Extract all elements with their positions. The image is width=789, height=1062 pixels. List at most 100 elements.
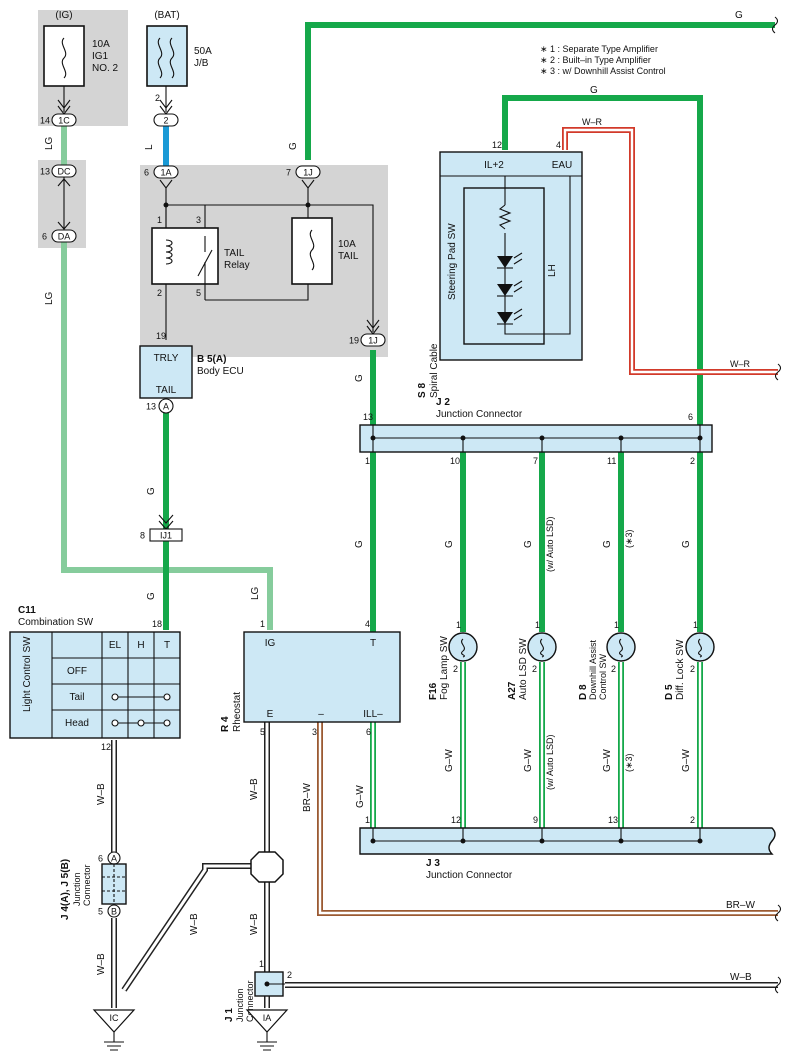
svg-text:IA: IA [263, 1013, 272, 1023]
svg-text:LH: LH [547, 264, 558, 277]
ig-label: (IG) [55, 10, 72, 21]
svg-text:ILL–: ILL– [363, 709, 383, 720]
svg-text:6: 6 [366, 727, 371, 737]
downhill-id: D 8 [578, 684, 589, 700]
jc-left-id: J 4(A), J 5(B) [60, 859, 71, 920]
svg-text:7: 7 [533, 456, 538, 466]
svg-text:G–W: G–W [681, 749, 692, 772]
svg-text:EL: EL [109, 640, 122, 651]
diff-lock-name: Diff. Lock SW [675, 639, 686, 700]
svg-text:W–R: W–R [582, 117, 603, 127]
svg-text:G: G [288, 142, 299, 150]
svg-text:9: 9 [533, 815, 538, 825]
rheostat [243, 631, 401, 723]
fuse-ig-name: IG1 [92, 51, 109, 62]
svg-text:13: 13 [40, 167, 50, 177]
svg-text:2: 2 [690, 456, 695, 466]
connector-2 [153, 113, 179, 127]
svg-text:OFF: OFF [67, 666, 87, 677]
fuse-ig-rating: 10A [92, 39, 110, 50]
svg-text:G: G [354, 374, 365, 382]
svg-text:Connector: Connector [245, 980, 255, 1022]
wire-label-lg: LG [44, 136, 55, 150]
svg-text:W–B: W–B [96, 783, 107, 805]
svg-text:2: 2 [453, 664, 458, 674]
svg-text:Junction: Junction [235, 988, 245, 1022]
body-ecu-id: B 5(A) [197, 354, 226, 365]
svg-text:13: 13 [363, 412, 373, 422]
svg-text:T: T [370, 638, 376, 649]
svg-text:IG: IG [265, 638, 276, 649]
svg-text:1J: 1J [368, 336, 378, 346]
svg-text:13: 13 [608, 815, 618, 825]
diff-lock-id: D 5 [664, 684, 675, 700]
svg-text:1C: 1C [58, 116, 70, 126]
svg-text:G: G [146, 592, 157, 600]
relay-coil [165, 239, 173, 265]
j3-name: Junction Connector [426, 870, 513, 881]
relay-name: TAIL [224, 248, 245, 259]
ground-ia-icon [245, 1009, 289, 1033]
svg-text:3: 3 [312, 727, 317, 737]
j2-name: Junction Connector [436, 409, 523, 420]
diff-lock-sw: 1 2 [685, 620, 715, 674]
svg-text:G: G [681, 540, 692, 548]
fuse-ig1 [43, 25, 85, 87]
svg-text:1J: 1J [303, 168, 313, 178]
svg-text:14: 14 [40, 116, 50, 126]
svg-text:18: 18 [152, 619, 162, 629]
fuse-tail-name: TAIL [338, 251, 359, 262]
svg-text:5: 5 [260, 727, 265, 737]
svg-text:3: 3 [196, 215, 201, 225]
connector-a [158, 398, 174, 414]
wire-w-r [562, 127, 778, 375]
downhill-name-2: Control SW [598, 653, 608, 700]
svg-text:1: 1 [456, 620, 461, 630]
svg-text:G–W: G–W [523, 749, 534, 772]
fuse-tail-rating: 10A [338, 239, 356, 250]
svg-text:1: 1 [260, 619, 265, 629]
fuse-bat-element [157, 37, 175, 79]
ground-ic-icon [92, 1009, 136, 1033]
connector-da [51, 229, 77, 243]
downhill-assist-sw: 1 2 [606, 620, 636, 674]
bat-label: (BAT) [154, 10, 179, 21]
steering-id: S 8 [417, 383, 428, 398]
connector-ij1 [149, 528, 183, 542]
j2-id: J 2 [436, 397, 450, 408]
led-icon [497, 252, 523, 325]
rheostat-id: R 4 [220, 716, 231, 732]
svg-text:TAIL: TAIL [156, 385, 177, 396]
svg-text:G–W: G–W [444, 749, 455, 772]
svg-text:1: 1 [365, 815, 370, 825]
svg-text:1: 1 [614, 620, 619, 630]
body-ecu-name: Body ECU [197, 366, 244, 377]
svg-text:(w/ Auto LSD): (w/ Auto LSD) [545, 734, 555, 790]
svg-text:G: G [602, 540, 613, 548]
svg-text:Tail: Tail [69, 692, 84, 703]
svg-text:1A: 1A [160, 168, 171, 178]
svg-text:6: 6 [688, 412, 693, 422]
svg-text:G–W: G–W [602, 749, 613, 772]
fog-lamp-sw: 1 2 [448, 620, 478, 674]
fuse-bat-rating: 50A [194, 46, 212, 57]
svg-text:E: E [267, 709, 274, 720]
fog-lamp-name: Fog Lamp SW [439, 636, 450, 700]
svg-text:BR–W: BR–W [302, 783, 313, 812]
svg-text:W–B: W–B [189, 913, 200, 935]
j1-id: J 1 [224, 1008, 235, 1022]
svg-text:(∗3): (∗3) [624, 753, 634, 772]
svg-text:1: 1 [365, 456, 370, 466]
tail-relay [151, 227, 219, 285]
svg-text:4: 4 [556, 140, 561, 150]
svg-text:G: G [354, 540, 365, 548]
svg-text:W–B: W–B [249, 913, 260, 935]
body-ecu [139, 345, 193, 399]
wire-br-w [317, 722, 778, 916]
svg-text:8: 8 [140, 531, 145, 541]
svg-text:DA: DA [58, 232, 71, 242]
wire-label-l: L [144, 144, 155, 150]
fuse-bat-name: J/B [194, 58, 209, 69]
combo-name: Combination SW [18, 617, 94, 628]
auto-lsd-name: Auto LSD SW [518, 638, 529, 700]
